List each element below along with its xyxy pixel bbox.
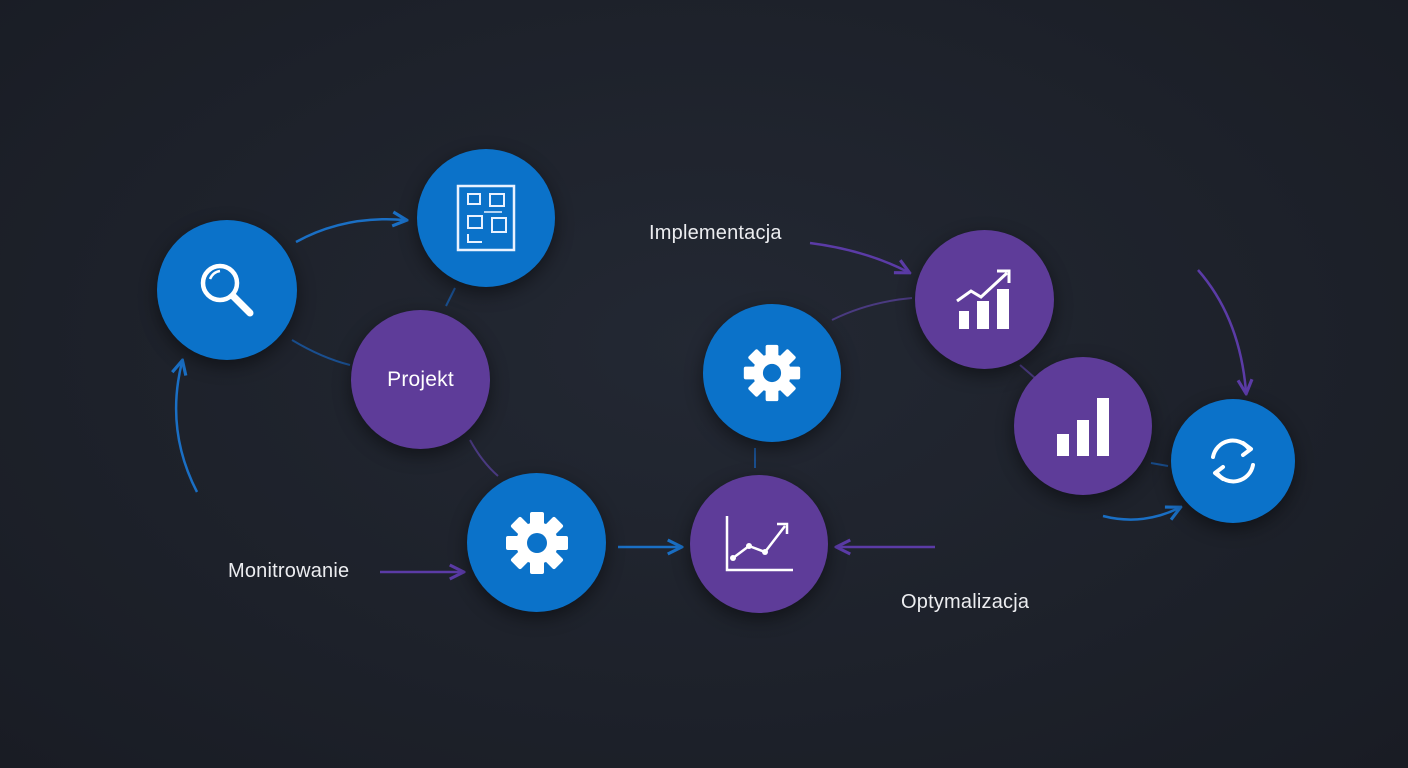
projekt-label: Projekt xyxy=(387,367,454,391)
blueprint-node xyxy=(417,149,555,287)
line-trend-bars xyxy=(1019,364,1036,379)
gear-node-bottom xyxy=(467,473,606,612)
growth-chart-node xyxy=(690,475,828,613)
line-blueprint-projekt xyxy=(445,287,456,307)
bar-chart-trend-icon xyxy=(955,269,1010,329)
gear-icon xyxy=(505,511,568,574)
gear-node-mid xyxy=(703,304,841,442)
line-bars-refresh xyxy=(1150,462,1169,467)
projekt-node: Projekt xyxy=(351,310,490,449)
line-search-projekt xyxy=(291,339,351,366)
arrow-to-refresh-top xyxy=(1197,269,1246,392)
trend-bars-node xyxy=(915,230,1054,369)
line-chart-icon xyxy=(725,516,793,572)
line-projekt-gear xyxy=(469,439,499,477)
bar-chart-icon xyxy=(1057,398,1109,456)
gear-icon xyxy=(743,344,801,402)
monitrowanie-label: Monitrowanie xyxy=(228,560,350,582)
line-gear-trend xyxy=(831,297,913,321)
blueprint-icon xyxy=(456,184,516,252)
refresh-node xyxy=(1171,399,1295,523)
arrow-implementacja xyxy=(809,241,908,272)
implementacja-label: Implementacja xyxy=(649,222,782,244)
optymalizacja-label: Optymalizacja xyxy=(901,591,1030,613)
arrow-search-to-blueprint xyxy=(295,219,405,244)
magnifier-icon xyxy=(200,263,254,317)
bars-node xyxy=(1014,357,1152,495)
search-node xyxy=(157,220,297,360)
refresh-icon xyxy=(1211,438,1255,484)
arrow-to-refresh-bottom xyxy=(1102,508,1179,521)
arrow-loop-to-search xyxy=(176,362,199,493)
